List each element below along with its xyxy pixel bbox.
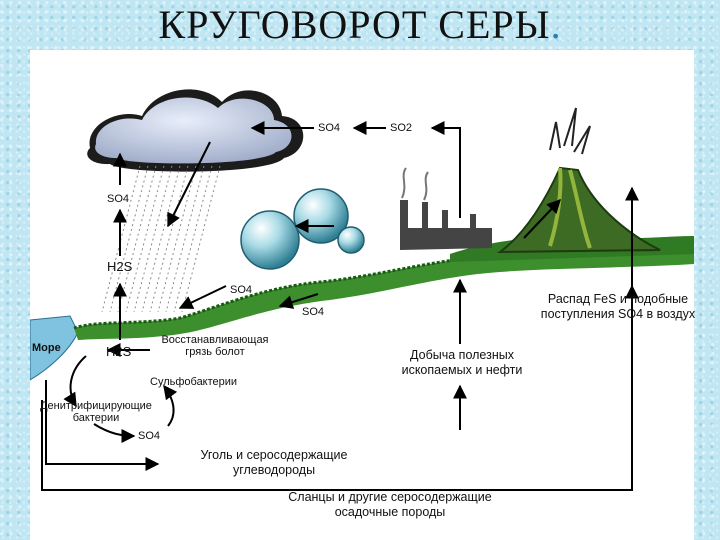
cloud: [87, 89, 304, 172]
label-left-so4: SO4: [107, 193, 130, 205]
factory: [400, 167, 492, 250]
label-denitrifying-bacteria: Денитрифицирующие бактерии: [40, 400, 152, 424]
label-sulfobacteria: Сульфобактерии: [150, 376, 238, 388]
volcano: [496, 107, 661, 254]
label-so2: SO2: [390, 122, 413, 134]
page-title: КРУГОВОРОТ СЕРЫ.: [158, 2, 562, 47]
label-shale: Сланцы и другие серосодержащие осадочные…: [288, 490, 492, 519]
label-coal: Уголь и серосодержащие углеводороды: [200, 448, 348, 477]
label-slope-so4-lower: SO4: [302, 306, 325, 318]
label-fes-decay: Распад FeS и подобные поступления SO4 в …: [540, 292, 696, 321]
label-reducing-mud: Восстанавливающая грязь болот: [161, 334, 269, 358]
diagram-panel: SO4 SO2 SO4 H2S SO4 SO4 Море H2S Восстан…: [30, 50, 696, 540]
label-cloud-so4: SO4: [318, 122, 341, 134]
label-left-h2s: H2S: [107, 259, 133, 274]
sulfur-cycle-artwork: [30, 89, 694, 491]
label-slope-so4-upper: SO4: [230, 284, 253, 296]
cycle-arrows: [41, 121, 639, 491]
label-mining: Добыча полезных ископаемых и нефти: [401, 348, 523, 377]
label-bottom-so4: SO4: [138, 430, 161, 442]
label-bottom-h2s: H2S: [106, 344, 132, 359]
label-sea: Море: [32, 342, 61, 354]
water-droplets: [240, 188, 365, 270]
